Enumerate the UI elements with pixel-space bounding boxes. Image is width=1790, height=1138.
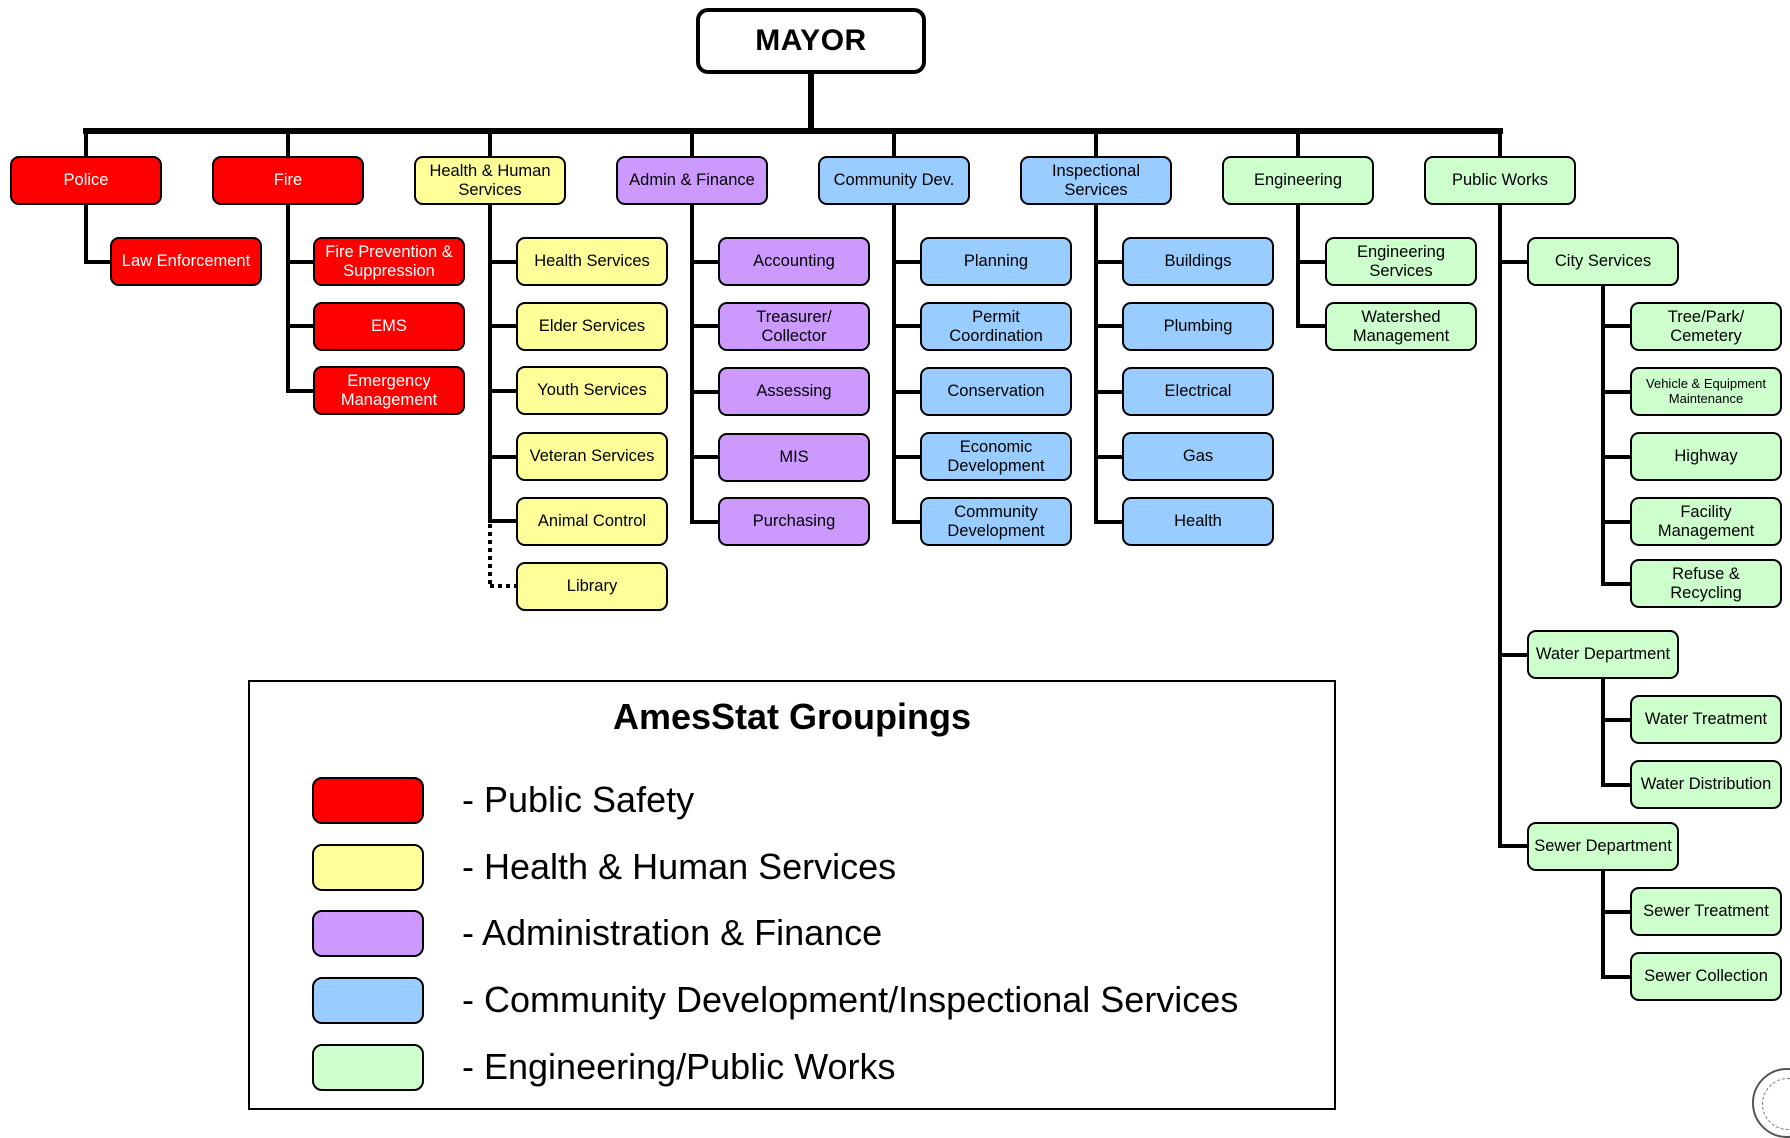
fire-ems: EMS bbox=[313, 302, 465, 351]
admin-treasurer: Treasurer/ Collector bbox=[718, 302, 870, 351]
pw-water-distribution: Water Distribution bbox=[1630, 760, 1782, 809]
legend-item-engineering: - Engineering/Public Works bbox=[312, 1044, 1312, 1094]
admin-accounting: Accounting bbox=[718, 237, 870, 286]
hhs-health-services: Health Services bbox=[516, 237, 668, 286]
admin-mis: MIS bbox=[718, 433, 870, 482]
dept-police: Police bbox=[10, 156, 162, 205]
admin-purchasing: Purchasing bbox=[718, 497, 870, 546]
pw-facility-management: Facility Management bbox=[1630, 497, 1782, 546]
pw-sewer-treatment: Sewer Treatment bbox=[1630, 887, 1782, 936]
inspect-plumbing: Plumbing bbox=[1122, 302, 1274, 351]
legend-swatch-admin-finance bbox=[312, 910, 424, 957]
commdev-permit: Permit Coordination bbox=[920, 302, 1072, 351]
connector-lines bbox=[83, 71, 1632, 979]
inspect-electrical: Electrical bbox=[1122, 367, 1274, 416]
legend-item-hhs: - Health & Human Services bbox=[312, 844, 1312, 894]
legend-item-public-safety: - Public Safety bbox=[312, 777, 1312, 827]
hhs-youth-services: Youth Services bbox=[516, 366, 668, 415]
legend-swatch-public-safety bbox=[312, 777, 424, 824]
hhs-animal-control: Animal Control bbox=[516, 497, 668, 546]
hhs-veteran-services: Veteran Services bbox=[516, 432, 668, 481]
hhs-elder-services: Elder Services bbox=[516, 302, 668, 351]
legend-label: - Administration & Finance bbox=[462, 912, 883, 953]
inspect-health: Health bbox=[1122, 497, 1274, 546]
hhs-library: Library bbox=[516, 562, 668, 611]
police-law-enforcement: Law Enforcement bbox=[110, 237, 262, 286]
fire-prevention: Fire Prevention & Suppression bbox=[313, 237, 465, 286]
pw-city-services: City Services bbox=[1527, 237, 1679, 286]
dept-commdev: Community Dev. bbox=[818, 156, 970, 205]
inspect-buildings: Buildings bbox=[1122, 237, 1274, 286]
legend-label: - Public Safety bbox=[462, 779, 695, 820]
legend-label: - Engineering/Public Works bbox=[462, 1046, 896, 1087]
dept-fire: Fire bbox=[212, 156, 364, 205]
eng-watershed: Watershed Management bbox=[1325, 302, 1477, 351]
pw-water-department: Water Department bbox=[1527, 630, 1679, 679]
dept-admin: Admin & Finance bbox=[616, 156, 768, 205]
legend-label: - Health & Human Services bbox=[462, 846, 897, 887]
dept-engineering: Engineering bbox=[1222, 156, 1374, 205]
org-chart: MAYOR Police Fire Health & Human Service… bbox=[10, 8, 1790, 1138]
legend-title: AmesStat Groupings bbox=[612, 696, 972, 737]
inspect-gas: Gas bbox=[1122, 432, 1274, 481]
legend-item-community-dev: - Community Development/Inspectional Ser… bbox=[312, 977, 1312, 1027]
legend-swatch-hhs bbox=[312, 844, 424, 891]
dept-public-works: Public Works bbox=[1424, 156, 1576, 205]
fire-emergency-management: Emergency Management bbox=[313, 366, 465, 415]
legend-swatch-engineering bbox=[312, 1044, 424, 1091]
pw-refuse-recycling: Refuse & Recycling bbox=[1630, 559, 1782, 608]
commdev-community: Community Development bbox=[920, 497, 1072, 546]
eng-services: Engineering Services bbox=[1325, 237, 1477, 286]
legend: AmesStat Groupings - Public Safety - Hea… bbox=[248, 680, 1336, 1110]
pw-tree-park-cemetery: Tree/Park/ Cemetery bbox=[1630, 302, 1782, 351]
commdev-economic: Economic Development bbox=[920, 432, 1072, 481]
pw-vehicle-maintenance: Vehicle & Equipment Maintenance bbox=[1630, 367, 1782, 416]
mayor-box: MAYOR bbox=[696, 8, 926, 74]
legend-item-admin-finance: - Administration & Finance bbox=[312, 910, 1312, 960]
admin-assessing: Assessing bbox=[718, 367, 870, 416]
dept-hhs: Health & Human Services bbox=[414, 156, 566, 205]
commdev-conservation: Conservation bbox=[920, 367, 1072, 416]
legend-swatch-community-dev bbox=[312, 977, 424, 1024]
dept-inspect: Inspectional Services bbox=[1020, 156, 1172, 205]
commdev-planning: Planning bbox=[920, 237, 1072, 286]
pw-water-treatment: Water Treatment bbox=[1630, 695, 1782, 744]
pw-sewer-collection: Sewer Collection bbox=[1630, 952, 1782, 1001]
legend-label: - Community Development/Inspectional Ser… bbox=[462, 979, 1239, 1020]
pw-highway: Highway bbox=[1630, 432, 1782, 481]
pw-sewer-department: Sewer Department bbox=[1527, 822, 1679, 871]
